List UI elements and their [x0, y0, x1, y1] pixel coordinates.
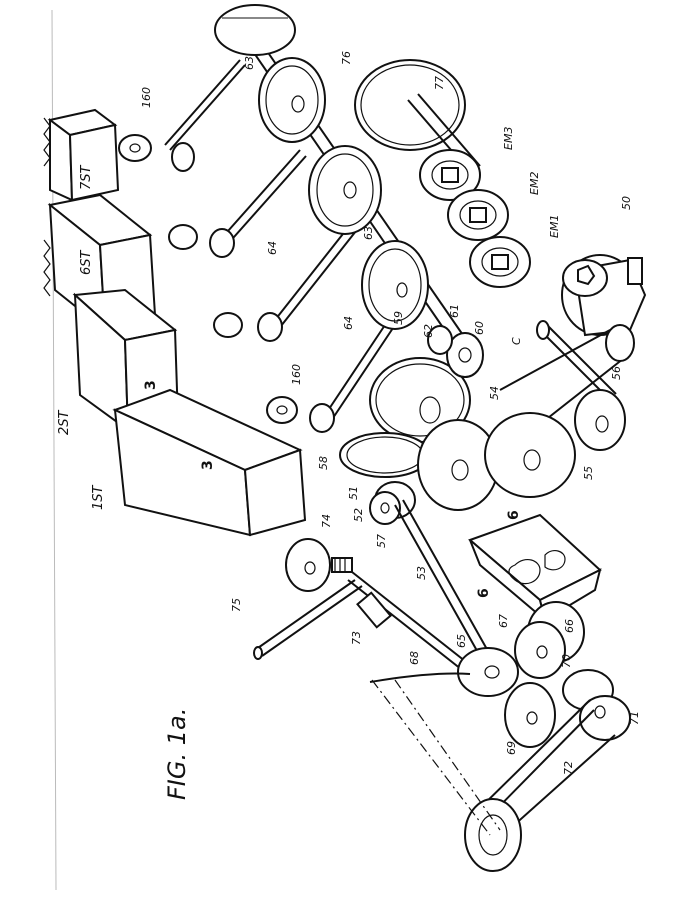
label-160a: 160	[140, 87, 153, 108]
label-70: 70	[560, 654, 573, 668]
label-67: 67	[497, 614, 510, 628]
clutch-em1	[469, 236, 531, 288]
label-em2: EM2	[528, 172, 541, 195]
label-57: 57	[375, 534, 388, 548]
label-66: 66	[563, 619, 576, 633]
label-59: 59	[392, 311, 405, 325]
label-58: 58	[317, 456, 330, 470]
gear-58	[339, 432, 431, 478]
gear-70-71	[562, 669, 631, 741]
ring-gear-63-top	[214, 4, 296, 56]
label-52: 52	[352, 508, 365, 522]
label-62: 62	[422, 324, 435, 338]
gear-160-mid-b	[213, 312, 283, 342]
label-64b: 64	[342, 316, 355, 330]
label-c: C	[510, 337, 523, 345]
belt-72	[464, 699, 616, 872]
label-54: 54	[488, 386, 501, 400]
station-1st-box	[112, 388, 307, 537]
shaft-75	[253, 579, 363, 660]
station-6st-label: 6ST	[79, 249, 94, 275]
gear-69	[504, 682, 556, 748]
gear-61	[427, 325, 453, 355]
section-marker-3b: 3	[200, 460, 216, 470]
gear-66-67	[514, 601, 585, 679]
gear-51-52	[369, 481, 416, 525]
label-76: 76	[340, 51, 353, 65]
label-50: 50	[620, 196, 633, 210]
station-1st-label: 1ST	[91, 484, 106, 510]
label-77: 77	[433, 76, 446, 90]
label-60: 60	[473, 321, 486, 335]
gear-160-upper	[118, 134, 195, 172]
label-em1: EM1	[548, 215, 561, 238]
figure-title: FIG. 1a.	[163, 708, 191, 800]
label-73: 73	[350, 631, 363, 645]
gearbox-6	[468, 513, 602, 623]
ring-gear-top-2	[258, 57, 326, 143]
ring-gear-63-mid	[308, 145, 382, 235]
shaft-64-c	[324, 309, 402, 422]
label-160b: 160	[290, 364, 303, 385]
motor-50	[561, 254, 647, 337]
label-53: 53	[415, 566, 428, 580]
label-65: 65	[455, 634, 468, 648]
label-55: 55	[582, 466, 595, 480]
section-marker-3a: 3	[143, 380, 159, 390]
shaft-c	[536, 320, 617, 401]
label-69: 69	[505, 741, 518, 755]
centerlines	[369, 672, 501, 836]
label-71: 71	[628, 711, 641, 725]
label-61: 61	[448, 304, 461, 318]
shaft-64-a	[219, 149, 307, 247]
label-72: 72	[562, 761, 575, 775]
station-2st-label: 2ST	[57, 409, 72, 435]
ring-gear-lower	[361, 240, 429, 330]
gear-56	[574, 389, 626, 451]
label-63b: 63	[362, 226, 375, 240]
section-marker-6b: 6	[476, 588, 492, 598]
clutch-em2	[447, 189, 509, 241]
shaft-73	[347, 571, 471, 674]
label-75: 75	[230, 598, 243, 612]
label-64a: 64	[266, 241, 279, 255]
shaft-upper-1	[164, 59, 246, 151]
gear-160-mid-a	[168, 224, 235, 258]
label-63a: 63	[243, 56, 256, 70]
gear-65	[457, 647, 519, 697]
shaft-53	[394, 499, 494, 666]
gear-160-lower	[266, 396, 335, 433]
gear-60	[446, 332, 484, 378]
station-7st-label: 7ST	[79, 164, 94, 190]
clutch-em3	[419, 149, 481, 201]
label-em3: EM3	[502, 127, 515, 150]
label-74: 74	[320, 514, 333, 528]
label-68: 68	[408, 651, 421, 665]
section-marker-6a: 6	[506, 510, 522, 520]
label-51: 51	[347, 486, 360, 500]
label-56: 56	[610, 366, 623, 380]
shaft-64-b	[274, 224, 357, 327]
worm-gear-74	[285, 538, 353, 592]
gear-55	[484, 412, 576, 498]
